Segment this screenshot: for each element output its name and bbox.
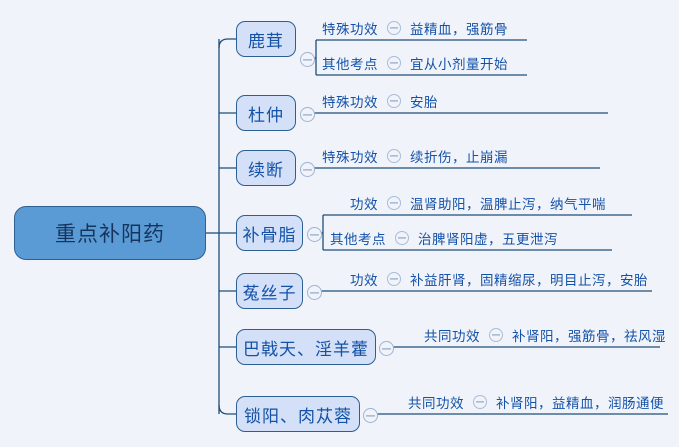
leaf-key: 特殊功效 — [322, 150, 378, 166]
leaf-row-bajitian-0[interactable]: 共同功效 补肾阳，强筋骨，祛风湿 — [424, 324, 666, 346]
collapse-minus-icon-suoyang[interactable] — [363, 408, 378, 423]
branch-node-label: 杜仲 — [248, 105, 284, 126]
branch-node-label: 菟丝子 — [242, 283, 297, 304]
leaf-value: 补肾阳，强筋骨，祛风湿 — [512, 329, 666, 345]
branch-node-buguzhi[interactable]: 补骨脂 — [236, 215, 303, 251]
leaf-key: 其他考点 — [330, 232, 386, 248]
leaf-key: 功效 — [350, 197, 378, 213]
branch-node-bajitian[interactable]: 巴戟天、淫羊藿 — [236, 329, 376, 365]
branch-node-label: 锁阳、肉苁蓉 — [244, 406, 352, 427]
leaf-value: 治脾肾阳虚，五更泄泻 — [418, 232, 558, 248]
leaf-value: 补肾阳，益精血，润肠通便 — [496, 396, 664, 412]
collapse-minus-icon[interactable] — [387, 196, 401, 210]
leaf-key: 特殊功效 — [322, 95, 378, 111]
leaf-key: 特殊功效 — [322, 22, 378, 38]
collapse-minus-icon-bajitian[interactable] — [379, 341, 394, 356]
collapse-minus-icon[interactable] — [387, 94, 401, 108]
leaf-key: 共同功效 — [408, 396, 464, 412]
branch-node-label: 巴戟天、淫羊藿 — [243, 339, 369, 360]
collapse-minus-icon[interactable] — [387, 272, 401, 286]
collapse-minus-icon[interactable] — [489, 328, 503, 342]
leaf-row-tusizi-0[interactable]: 功效 补益肝肾，固精缩尿，明目止泻，安胎 — [350, 268, 648, 290]
leaf-row-buguzhi-0[interactable]: 功效 温肾助阳，温脾止泻，纳气平喘 — [350, 192, 606, 214]
branch-node-tusizi[interactable]: 菟丝子 — [236, 273, 303, 309]
leaf-key: 功效 — [350, 273, 378, 289]
leaf-value: 续折伤，止崩漏 — [410, 150, 508, 166]
leaf-value: 温肾助阳，温脾止泻，纳气平喘 — [410, 197, 606, 213]
branch-node-suoyang[interactable]: 锁阳、肉苁蓉 — [236, 396, 360, 432]
branch-node-duzhong[interactable]: 杜仲 — [236, 95, 296, 131]
branch-node-lurong[interactable]: 鹿茸 — [236, 21, 296, 57]
leaf-value: 补益肝肾，固精缩尿，明目止泻，安胎 — [410, 273, 648, 289]
leaf-value: 安胎 — [410, 95, 438, 111]
collapse-minus-icon[interactable] — [387, 21, 401, 35]
leaf-row-lurong-1[interactable]: 其他考点 宜从小剂量开始 — [322, 52, 508, 74]
branch-node-label: 续断 — [248, 160, 284, 181]
collapse-minus-icon[interactable] — [387, 56, 401, 70]
root-node-label: 重点补阳药 — [55, 222, 165, 246]
collapse-minus-icon[interactable] — [395, 231, 409, 245]
collapse-minus-icon[interactable] — [387, 149, 401, 163]
collapse-minus-icon-buguzhi[interactable] — [307, 227, 322, 242]
branch-node-xuduan[interactable]: 续断 — [236, 150, 296, 186]
branch-node-label: 鹿茸 — [248, 31, 284, 52]
collapse-minus-icon-duzhong[interactable] — [300, 107, 315, 122]
leaf-key: 共同功效 — [424, 329, 480, 345]
leaf-row-lurong-0[interactable]: 特殊功效 益精血，强筋骨 — [322, 17, 508, 39]
root-node[interactable]: 重点补阳药 — [14, 206, 206, 260]
collapse-minus-icon-xuduan[interactable] — [300, 162, 315, 177]
collapse-minus-icon-lurong[interactable] — [300, 52, 315, 67]
leaf-value: 益精血，强筋骨 — [410, 22, 508, 38]
branch-node-label: 补骨脂 — [242, 225, 297, 246]
collapse-minus-icon[interactable] — [473, 395, 487, 409]
leaf-row-buguzhi-1[interactable]: 其他考点 治脾肾阳虚，五更泄泻 — [330, 227, 558, 249]
leaf-row-duzhong-0[interactable]: 特殊功效 安胎 — [322, 90, 438, 112]
leaf-row-xuduan-0[interactable]: 特殊功效 续折伤，止崩漏 — [322, 145, 508, 167]
collapse-minus-icon-tusizi[interactable] — [307, 285, 322, 300]
leaf-value: 宜从小剂量开始 — [410, 57, 508, 73]
leaf-row-suoyang-0[interactable]: 共同功效 补肾阳，益精血，润肠通便 — [408, 391, 664, 413]
leaf-key: 其他考点 — [322, 57, 378, 73]
